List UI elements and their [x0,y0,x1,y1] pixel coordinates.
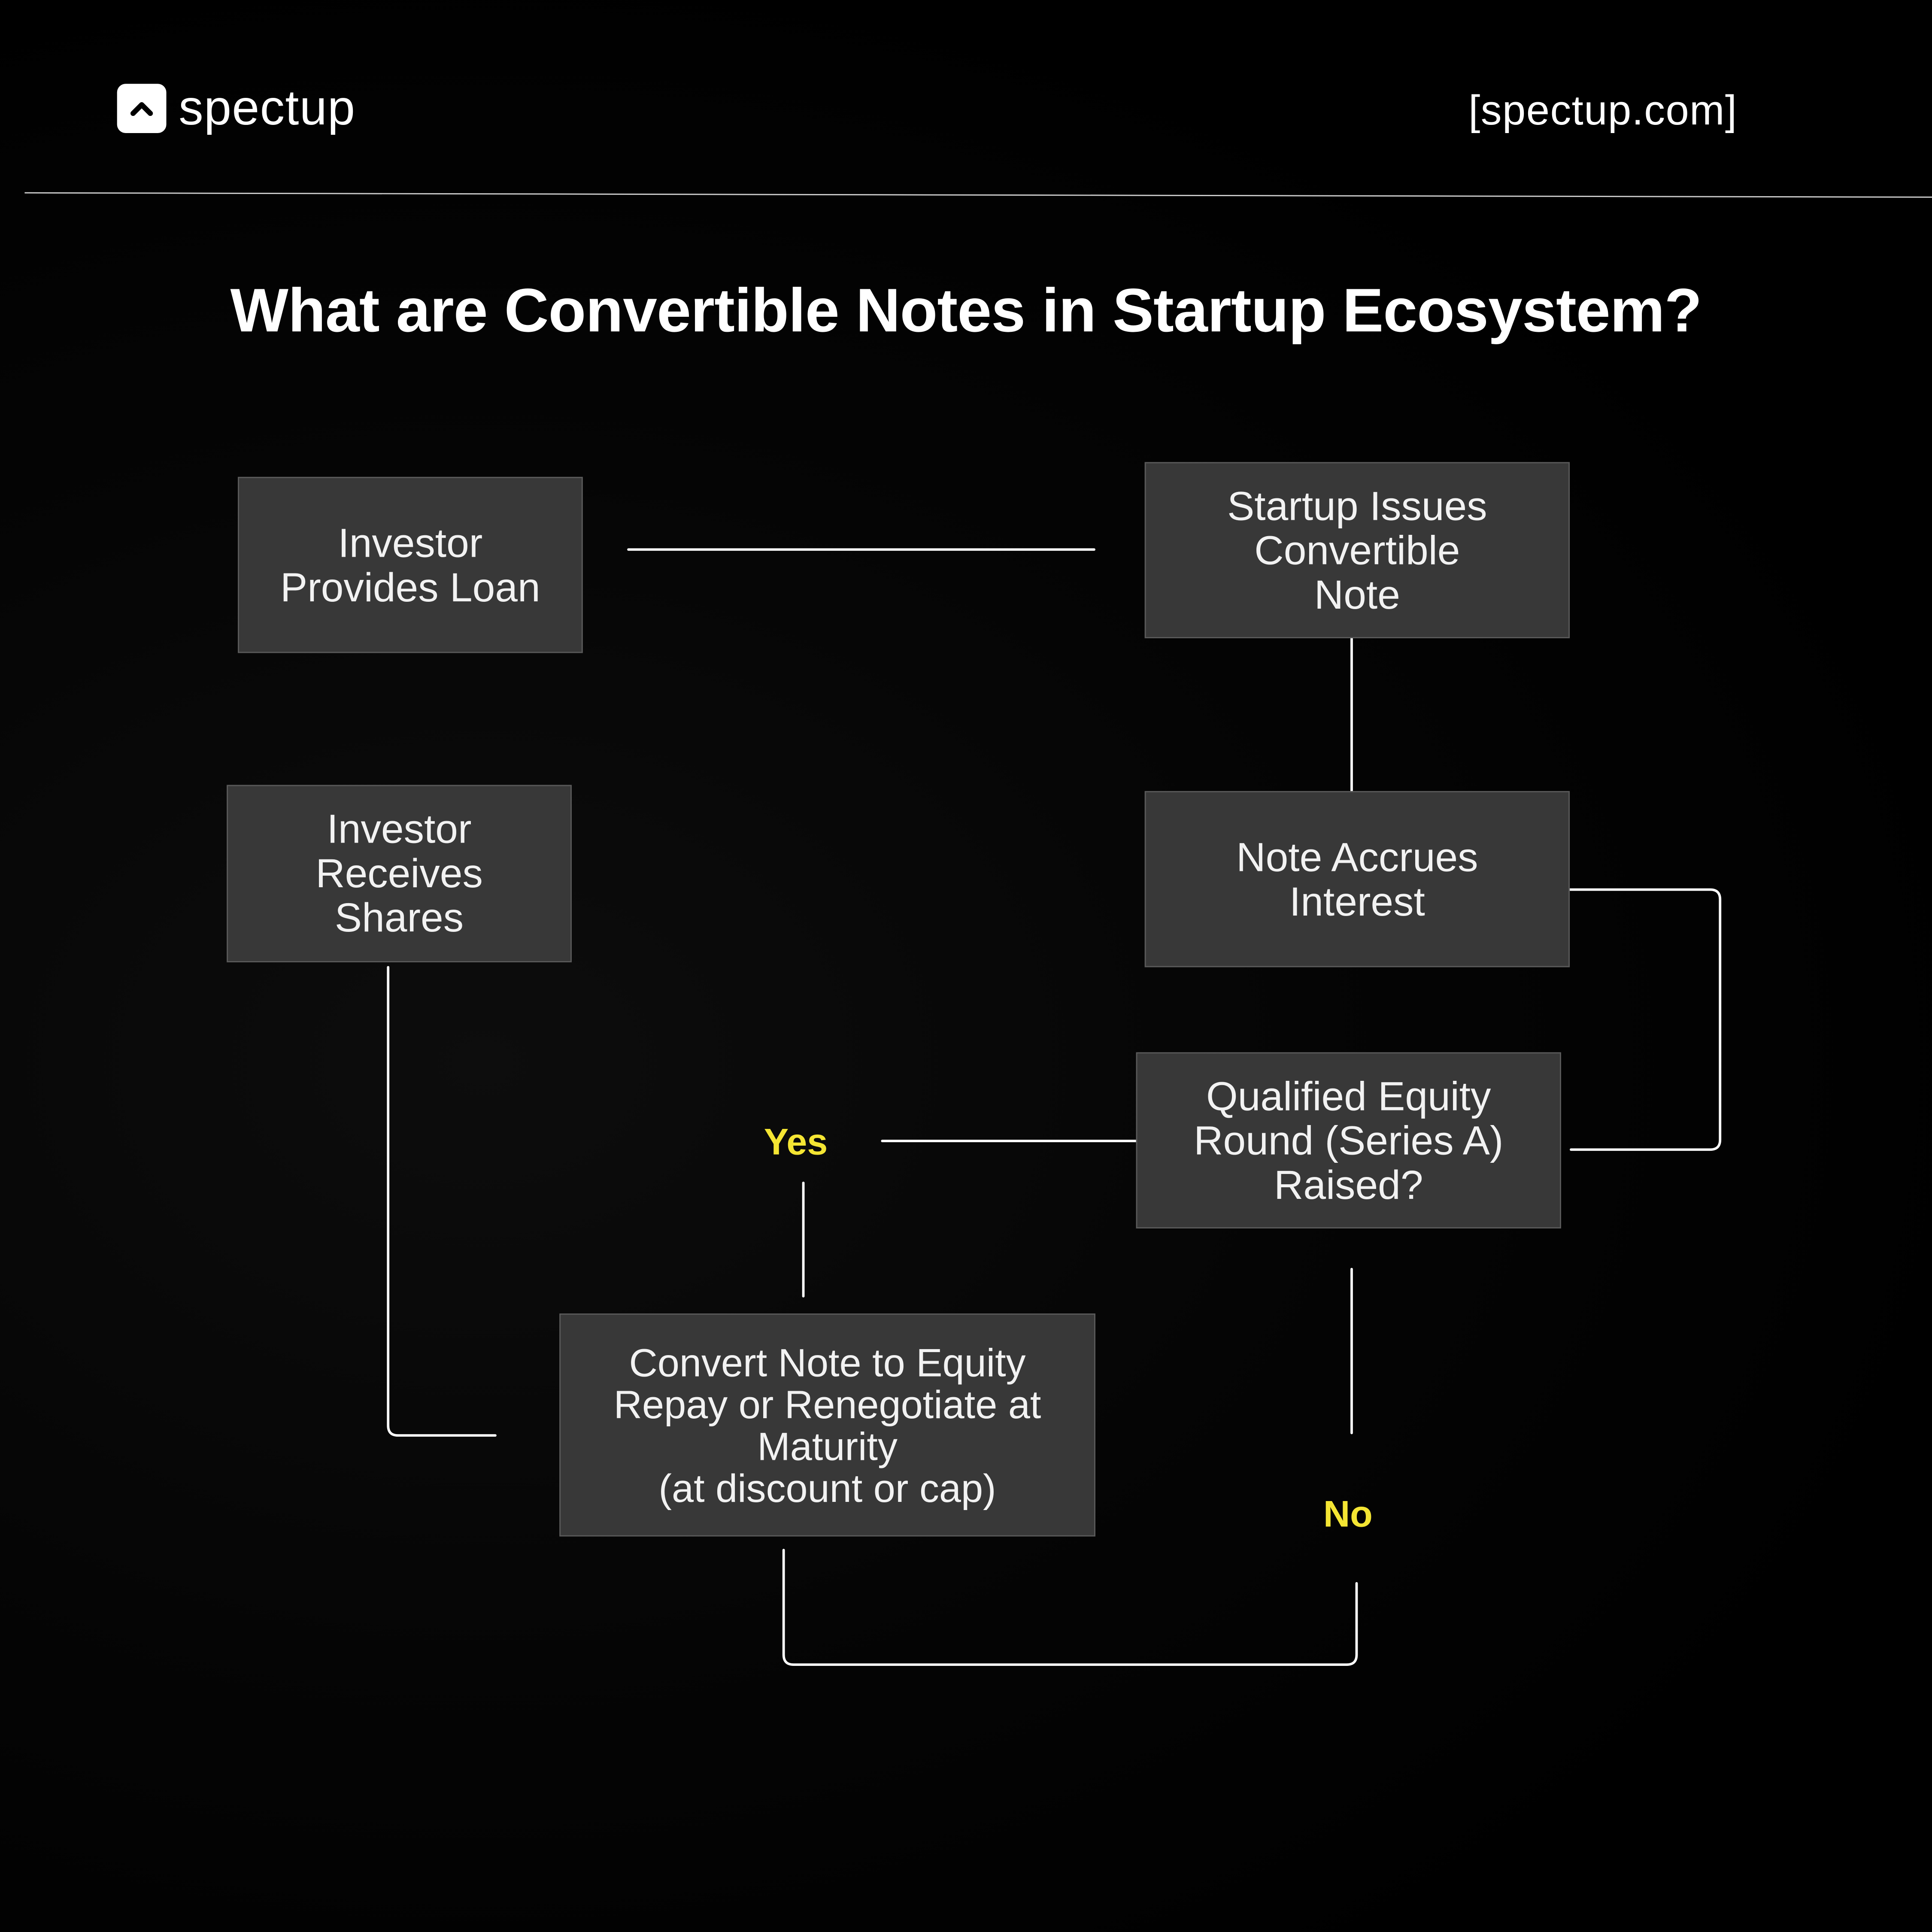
label-yes: Yes [764,1122,828,1163]
chevron-up-icon [117,84,167,133]
brand-name: spectup [179,81,356,136]
node-investor-provides-loan: Investor Provides Loan [238,476,583,653]
page-title: What are Convertible Notes in Startup Ec… [230,276,1702,345]
connector-accrue-to-round [1568,888,1722,1151]
connector-convert-to-no [782,1549,1358,1666]
node-startup-issues-note: Startup Issues Convertible Note [1144,462,1570,638]
node-note-accrues-interest: Note Accrues Interest [1144,791,1570,968]
site-url[interactable]: [spectup.com] [1468,87,1738,134]
node-investor-receives-shares: Investor Receives Shares [227,785,572,962]
label-no: No [1323,1494,1373,1535]
brand-logo[interactable]: spectup [117,79,356,138]
node-convert-note-to-equity: Convert Note to Equity Repay or Renegoti… [559,1313,1095,1537]
node-qualified-equity-round: Qualified Equity Round (Series A) Raised… [1136,1052,1561,1228]
connector-shares-to-convert [387,966,497,1437]
